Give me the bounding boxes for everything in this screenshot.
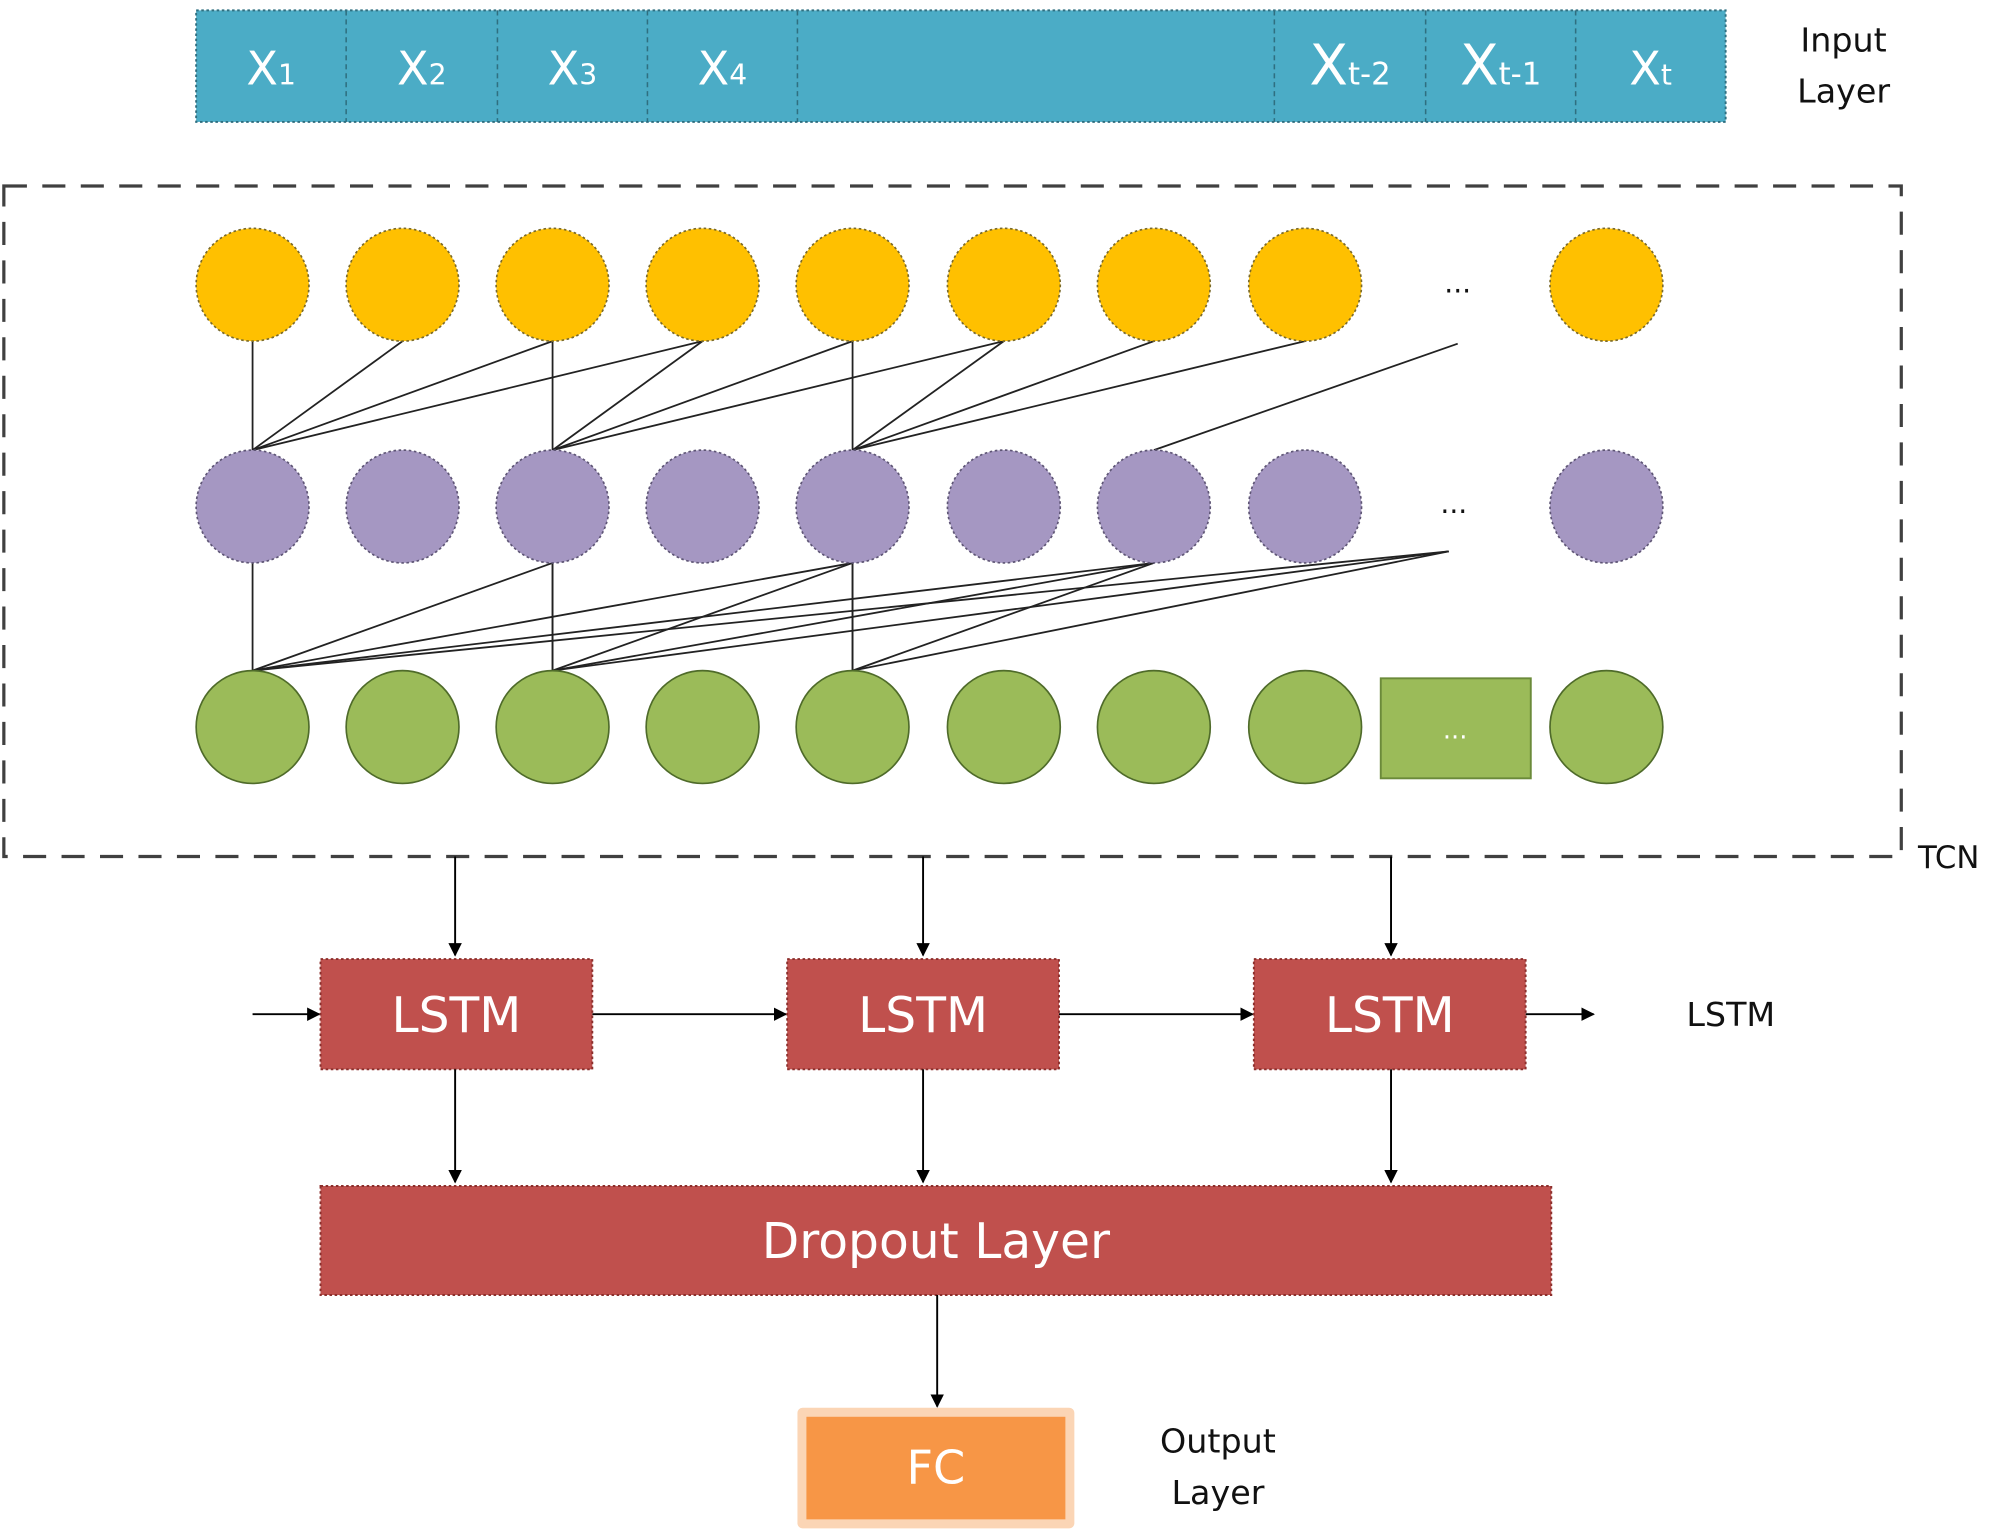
tcn-node-middle [795, 449, 910, 564]
dropout-layer-label: Dropout Layer [762, 1214, 1111, 1270]
lstm-cell-2-label: LSTM [858, 988, 988, 1044]
lstm-cell-3-label: LSTM [1325, 988, 1455, 1044]
tcn-node-middle [345, 449, 460, 564]
output-layer-label-line1: Output [1160, 1422, 1276, 1461]
tcn-node-bottom [345, 669, 460, 785]
input-cell-label: X3 [548, 42, 598, 96]
tcn-edge [552, 340, 704, 451]
tcn-node-top [1096, 227, 1212, 342]
tcn-node-middle [1247, 449, 1363, 564]
tcn-edge [252, 340, 703, 451]
input-cell-label: Xt-1 [1460, 34, 1541, 99]
fc-label: FC [907, 1440, 966, 1494]
tcn-node-top [1247, 227, 1363, 342]
tcn-node-bottom [946, 669, 1062, 785]
ellipsis-bottom: ... [1443, 716, 1467, 746]
tcn-edge [552, 340, 1005, 451]
tcn-nodes [195, 227, 1664, 785]
input-cell-label: X1 [246, 42, 296, 96]
tcn-edge [852, 550, 1449, 672]
lstm-layer: LSTM LSTM LSTM LSTM [252, 958, 1775, 1071]
lstm-cell-2 [786, 958, 1060, 1071]
tcn-edge [852, 340, 1155, 451]
tcn-node-bottom [495, 669, 610, 785]
input-cell-label: X4 [698, 42, 748, 96]
tcn-node-middle [645, 449, 760, 564]
tcn-edge [552, 562, 853, 672]
tcn-node-middle [1096, 449, 1212, 564]
tcn-connections [251, 340, 1458, 672]
dropout-layer [319, 1185, 1553, 1296]
input-cell-label: Xt [1629, 42, 1672, 96]
tcn-edge [552, 340, 853, 451]
ellipsis-middle: ... [1440, 487, 1467, 520]
tcn-node-top [195, 227, 310, 342]
input-layer: X1 X2 X3 X4 Xt-2 Xt-1 Xt Input Layer [195, 9, 1890, 123]
tcn-node-top [645, 227, 760, 342]
tcn-node-middle [495, 449, 610, 564]
lstm-cell-1 [319, 958, 594, 1071]
tcn-label: TCN [1917, 840, 1979, 876]
tcn-edge [252, 550, 1449, 672]
input-bar [195, 9, 1727, 123]
tcn-node-top [946, 227, 1062, 342]
lstm-cell-3 [1252, 958, 1527, 1071]
tcn-node-middle [1549, 449, 1664, 564]
lstm-cell-1-label: LSTM [391, 988, 521, 1044]
tcn-edge [252, 340, 404, 451]
tcn-node-top [495, 227, 610, 342]
fc-layer [806, 1416, 1066, 1520]
input-layer-label-line1: Input [1800, 20, 1886, 59]
tcn-edge [552, 550, 1449, 672]
tcn-block: TCN ... ... ... [2, 184, 1979, 876]
output-layer-label-line2: Layer [1171, 1473, 1264, 1512]
tcn-dashed-border [2, 184, 1903, 859]
tcn-edge [252, 562, 553, 672]
tcn-node-bottom [1247, 669, 1363, 785]
tcn-node-bottom [1096, 669, 1212, 785]
tcn-edge [852, 562, 1155, 672]
tcn-node-middle [195, 449, 310, 564]
tcn-edge [1153, 342, 1458, 451]
input-cell-label: Xt-2 [1309, 34, 1390, 99]
input-layer-label-line2: Layer [1797, 72, 1890, 111]
tcn-node-top [795, 227, 910, 342]
tcn-node-bottom [795, 669, 910, 785]
tcn-edge [852, 340, 1306, 451]
tcn-node-bottom [645, 669, 760, 785]
ellipsis-top: ... [1444, 266, 1471, 299]
tcn-node-bottom [195, 669, 310, 785]
input-cell-label: X2 [397, 42, 447, 96]
tcn-node-bottom [1549, 669, 1664, 785]
lstm-layer-label: LSTM [1686, 995, 1775, 1034]
ellipsis-bottom-box [1379, 677, 1532, 780]
tcn-edge [852, 340, 1005, 451]
tcn-node-top [345, 227, 460, 342]
tcn-node-top [1549, 227, 1664, 342]
tcn-node-middle [946, 449, 1062, 564]
tcn-edge [252, 340, 553, 451]
